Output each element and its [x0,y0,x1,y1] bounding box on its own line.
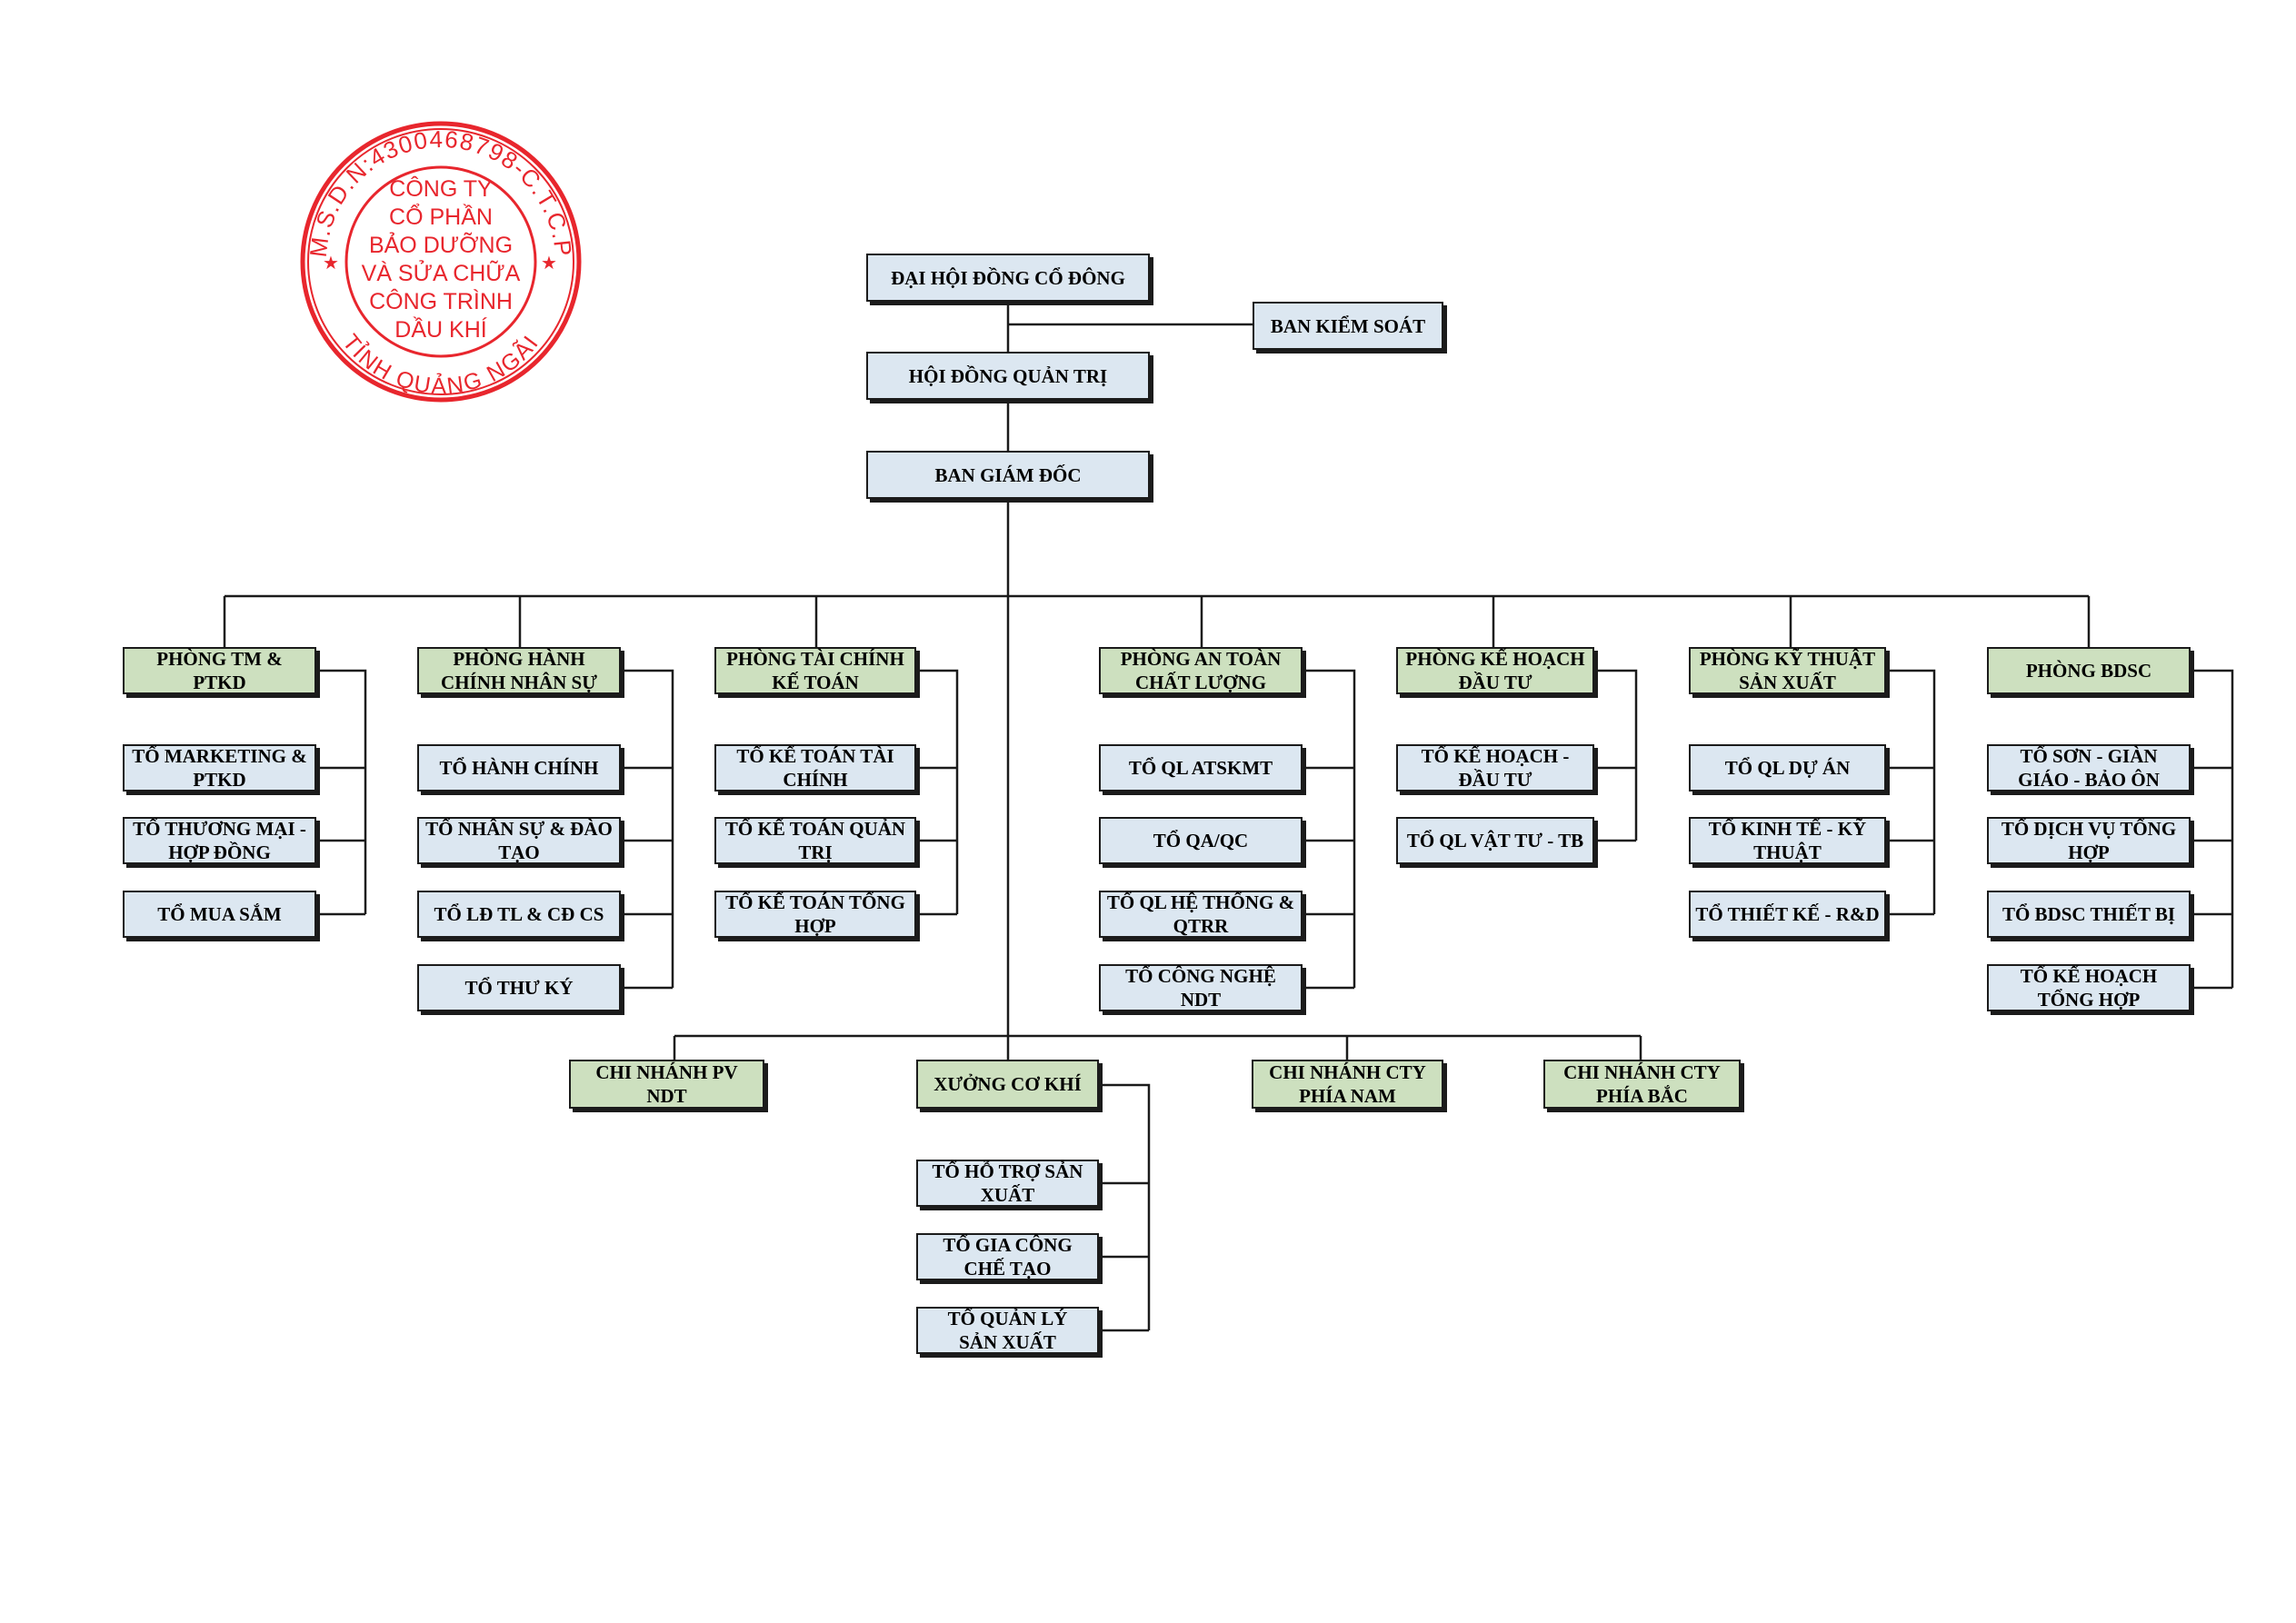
team-box: TỔ MARKETING & PTKD [123,744,316,792]
team-box: TỔ HỖ TRỢ SẢN XUẤT [916,1160,1099,1207]
stamp-star-icon: ★ [323,252,339,274]
team-box: TỔ MUA SẮM [123,891,316,938]
company-stamp: M.S.D.N:4300468798-C.T.C.P TỈNH QUẢNG NG… [295,116,586,407]
team-box: TỔ THIẾT KẾ - R&D [1689,891,1886,938]
team-box: TỔ KINH TẾ - KỸ THUẬT [1689,817,1886,864]
team-box: TỔ KẾ TOÁN TỔNG HỢP [714,891,916,938]
shareholders-meeting-box: ĐẠI HỘI ĐỒNG CỔ ĐÔNG [866,254,1150,302]
team-box: TỔ QUẢN LÝ SẢN XUẤT [916,1307,1099,1354]
team-box: TỔ THƯ KÝ [417,964,621,1011]
team-box: TỔ CÔNG NGHỆ NDT [1099,964,1303,1011]
stamp-line: CỔ PHẦN [389,203,493,230]
stamp-line: CÔNG TY [389,175,493,202]
team-box: TỔ NHÂN SỰ & ĐÀO TẠO [417,817,621,864]
team-box: TỔ QL HỆ THỐNG & QTRR [1099,891,1303,938]
board-of-directors-box: HỘI ĐỒNG QUẢN TRỊ [866,352,1150,400]
branch-box: XƯỞNG CƠ KHÍ [916,1060,1099,1109]
department-box: PHÒNG HÀNH CHÍNH NHÂN SỰ [417,647,621,694]
team-box: TỔ THƯƠNG MẠI - HỢP ĐỒNG [123,817,316,864]
stamp-line: VÀ SỬA CHỮA [362,259,521,286]
department-box: PHÒNG KỸ THUẬT SẢN XUẤT [1689,647,1886,694]
team-box: TỔ QL ATSKMT [1099,744,1303,792]
team-box: TỔ KẾ HOẠCH - ĐẦU TƯ [1396,744,1594,792]
team-box: TỔ SƠN - GIÀN GIÁO - BẢO ÔN [1987,744,2191,792]
management-board-box: BAN GIÁM ĐỐC [866,451,1150,499]
department-box: PHÒNG AN TOÀN CHẤT LƯỢNG [1099,647,1303,694]
stamp-line: BẢO DƯỠNG [369,231,513,258]
audit-board-box: BAN KIỂM SOÁT [1253,302,1443,350]
department-box: PHÒNG KẾ HOẠCH ĐẦU TƯ [1396,647,1594,694]
team-box: TỔ KẾ TOÁN TÀI CHÍNH [714,744,916,792]
team-box: TỔ KẾ TOÁN QUẢN TRỊ [714,817,916,864]
stamp-line: CÔNG TRÌNH [369,288,513,314]
team-box: TỔ QL VẬT TƯ - TB [1396,817,1594,864]
team-box: TỔ HÀNH CHÍNH [417,744,621,792]
team-box: TỔ QL DỰ ÁN [1689,744,1886,792]
branch-box: CHI NHÁNH CTY PHÍA BẮC [1543,1060,1741,1109]
team-box: TỔ QA/QC [1099,817,1303,864]
department-box: PHÒNG BDSC [1987,647,2191,694]
team-box: TỔ LĐ TL & CĐ CS [417,891,621,938]
stamp-star-icon: ★ [541,252,557,274]
team-box: TỔ DỊCH VỤ TỔNG HỢP [1987,817,2191,864]
team-box: TỔ GIA CÔNG CHẾ TẠO [916,1233,1099,1280]
team-box: TỔ BDSC THIẾT BỊ [1987,891,2191,938]
stamp-line: DẦU KHÍ [394,316,486,343]
branch-box: CHI NHÁNH CTY PHÍA NAM [1252,1060,1443,1109]
department-box: PHÒNG TM & PTKD [123,647,316,694]
team-box: TỔ KẾ HOẠCH TỔNG HỢP [1987,964,2191,1011]
branch-box: CHI NHÁNH PV NDT [569,1060,764,1109]
department-box: PHÒNG TÀI CHÍNH KẾ TOÁN [714,647,916,694]
